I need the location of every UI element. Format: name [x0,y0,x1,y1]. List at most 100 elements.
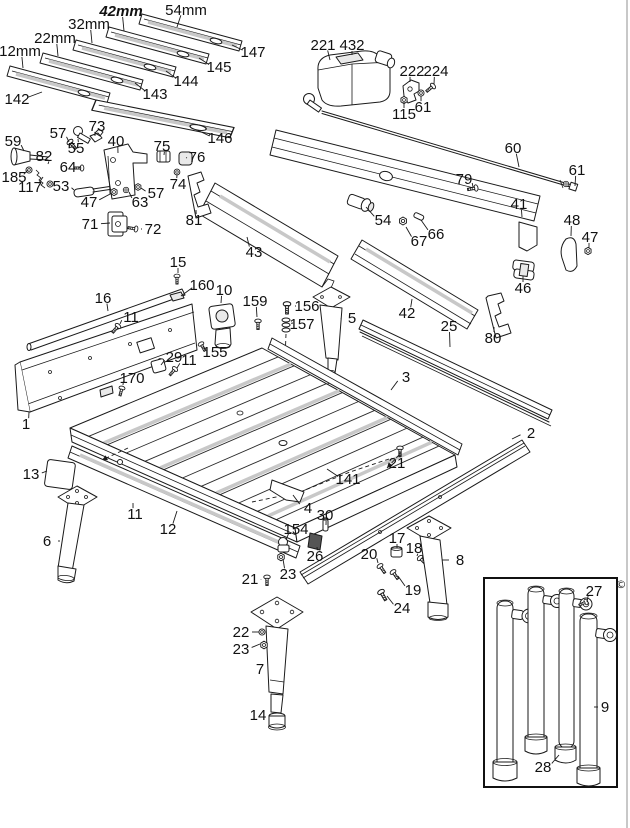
part-hardware-cluster-left [10,126,212,237]
part-label-leader-42-39 [410,298,413,308]
part-label-leader-20-75 [376,558,379,564]
part-label-3-59: 3 [402,369,410,386]
part-label-54-36: 54 [375,212,392,229]
part-block-10 [208,303,236,349]
part-label-53-27: 53 [53,178,70,195]
part-label-24-77: 24 [394,600,411,617]
part-label-146-5: 146 [207,130,232,147]
dimension-label-leader-42mm-3 [122,16,125,32]
part-inset-leg-b [524,585,564,755]
part-table-top-141 [69,347,458,543]
part-label-66-38: 66 [428,226,445,243]
part-label-145-3: 145 [206,59,231,76]
table-slat-line [182,401,359,479]
part-label-leader-27-83 [586,595,589,603]
part-label-144-2: 144 [173,73,198,90]
part-label-20-75: 20 [361,546,378,563]
part-fence-1 [14,303,198,413]
part-label-59-16: 59 [5,133,22,150]
part-label-61-11: 61 [415,99,432,116]
part-label-47-44: 47 [582,229,599,246]
part-screw-224 [423,81,438,95]
part-label-leader-67-37 [405,226,412,237]
part-label-29-54: 29 [166,349,183,366]
part-label-26-70: 26 [307,548,324,565]
part-label-leader-71-32 [100,222,111,225]
part-label-170-56: 170 [119,370,144,387]
part-washer-63 [122,186,130,194]
table-slat-band [267,440,433,518]
copyright-symbol: © [616,578,627,591]
part-label-leader-4-67 [292,494,301,505]
part-label-160-46: 160 [189,277,214,294]
part-guard-221 [317,50,396,107]
part-foot-28 [554,743,577,764]
part-washer-157 [281,317,291,323]
part-bolt-67 [399,216,407,226]
dimension-label-42mm-3: 42mm [98,3,142,20]
part-label-221-6: 221 [310,37,335,54]
part-elbow-54 [346,193,425,226]
part-rail-3 [267,337,463,456]
part-washer-22 [258,628,266,636]
part-label-42-39: 42 [399,305,416,322]
part-label-leader-43-35 [246,236,250,247]
table-slat-line [219,418,391,496]
part-label-leader-63-30 [128,191,133,199]
part-label-21-65: 21 [389,455,406,472]
part-pin-53 [73,186,95,198]
part-bar-25 [358,319,553,427]
part-label-57-17: 57 [50,125,67,142]
part-label-leader-221-6 [327,50,331,61]
part-washer-74 [173,168,181,176]
dimension-label-leader-54mm-4 [176,15,182,28]
dimension-label-leader-22mm-1 [56,43,59,57]
part-label-76-24: 76 [189,149,206,166]
part-label-leader-144-2 [165,70,177,79]
part-screw-20 [375,562,389,576]
part-label-23-80: 23 [233,641,250,658]
part-label-80-41: 80 [485,330,502,347]
part-label-224-9: 224 [423,63,448,80]
part-label-155-57: 155 [202,344,227,361]
part-label-74-28: 74 [170,176,187,193]
part-label-115-10: 115 [392,106,416,123]
table-slat-line [276,445,440,521]
part-label-leader-64-21 [78,167,81,169]
part-label-12-63: 12 [160,521,177,538]
table-slat-line [88,356,279,437]
part-screw-21b [263,574,271,586]
part-label-leader-66-38 [420,219,429,231]
part-clip-160 [169,291,185,302]
part-label-leader-160-46 [180,287,193,297]
dimension-label-54mm-4: 54mm [165,2,207,19]
part-label-1-58: 1 [22,416,30,433]
part-label-159-49: 159 [242,293,267,310]
table-slat-band [159,389,340,470]
part-pin-30 [322,518,329,532]
table-slat-line [238,427,407,504]
part-fence-screws [109,303,262,398]
part-label-leader-23-71 [282,558,285,569]
part-label-7-81: 7 [256,661,264,678]
part-spacer-17 [390,546,403,558]
part-label-leader-16-47 [106,303,109,312]
part-label-22-79: 22 [233,624,250,641]
part-foot-14 [268,712,286,731]
part-label-432-7: 432 [339,37,364,54]
part-label-15-45: 15 [170,254,187,271]
part-leg-6 [57,485,98,584]
part-label-leader-53-27 [71,187,75,191]
table-slat-line [107,365,295,446]
part-label-81-34: 81 [186,212,203,229]
part-nut-57b [134,183,142,191]
part-label-30-68: 30 [317,507,334,524]
part-pin-66 [413,212,425,221]
part-label-16-47: 16 [95,290,112,307]
part-label-leader-159-49 [255,306,258,318]
table-slat-line [201,410,375,487]
part-label-2-60: 2 [527,425,535,442]
part-label-leader-19-76 [397,575,406,587]
